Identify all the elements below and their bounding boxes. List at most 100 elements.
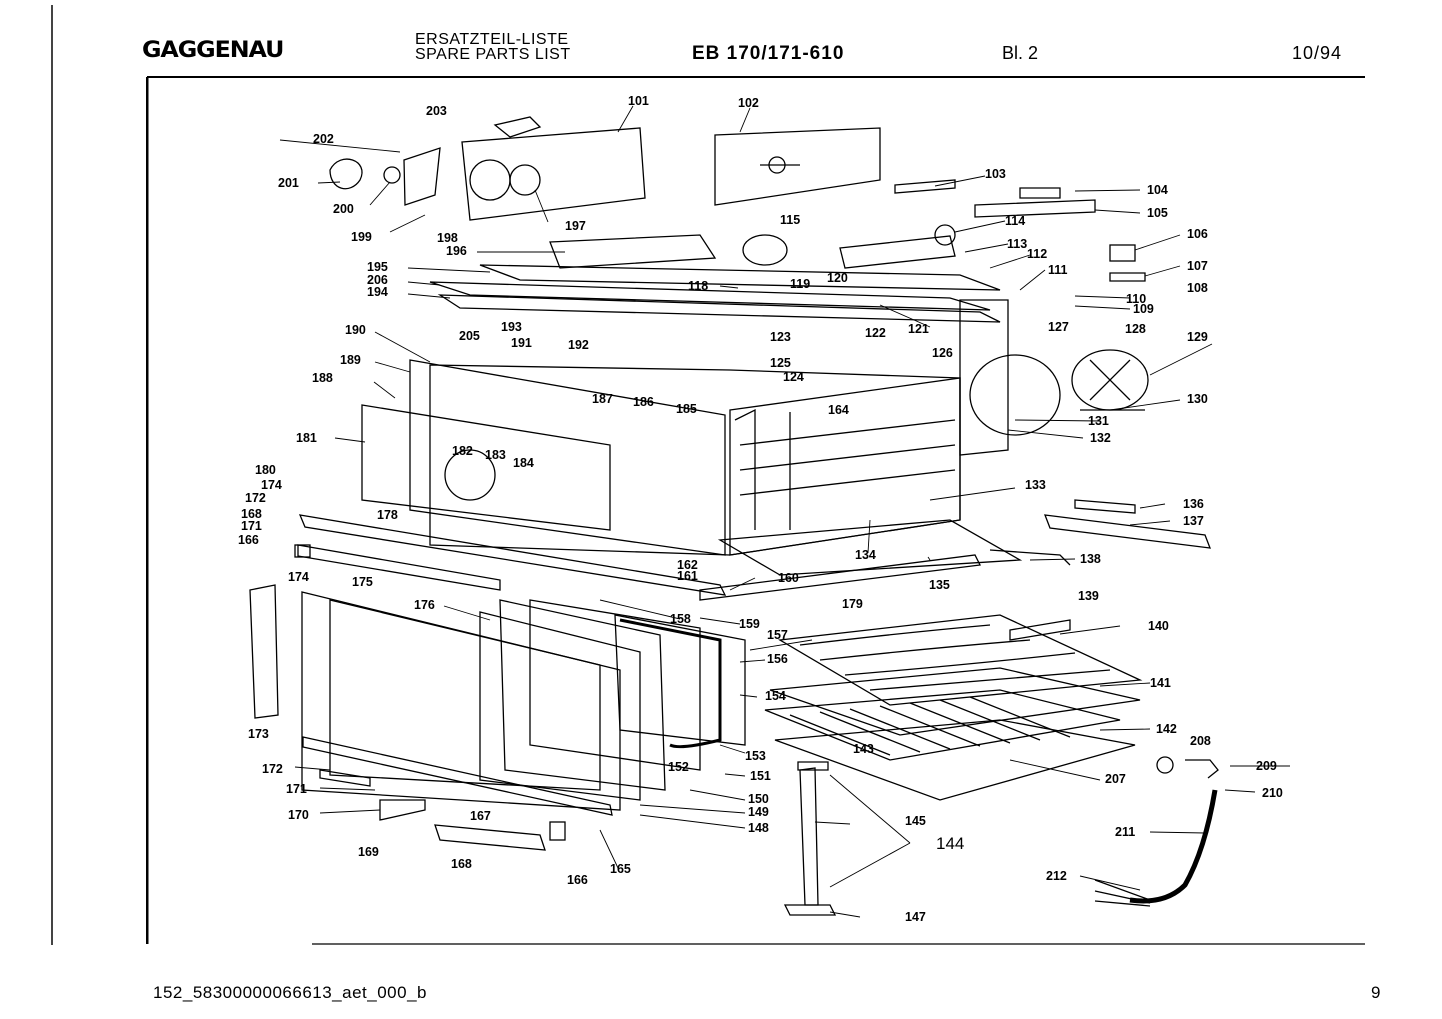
part-label-140: 140 [1148, 619, 1169, 633]
part-label-133: 133 [1025, 478, 1046, 492]
part-label-139: 139 [1078, 589, 1099, 603]
part-label-202: 202 [313, 132, 334, 146]
title-german: ERSATZTEIL-LISTE [415, 31, 569, 48]
part-label-105: 105 [1147, 206, 1168, 220]
revision-date: 10/94 [1292, 43, 1343, 63]
part-label-176: 176 [414, 598, 435, 612]
part-label-210: 210 [1262, 786, 1283, 800]
part-label-145: 145 [905, 814, 926, 828]
part-label-141: 141 [1150, 676, 1171, 690]
scan-edge-line [51, 5, 53, 945]
part-label-110: 110 [1126, 292, 1146, 306]
part-label-212: 212 [1046, 869, 1067, 883]
part-label-147: 147 [905, 910, 926, 924]
page-number: 9 [1371, 983, 1381, 1002]
part-label-111: 111 [1048, 263, 1068, 277]
part-label-102: 102 [738, 96, 759, 110]
part-label-180: 180 [255, 463, 276, 477]
part-label-192: 192 [568, 338, 589, 352]
part-label-106: 106 [1187, 227, 1208, 241]
document-id: 152_58300000066613_aet_000_b [153, 983, 427, 1002]
part-label-158: 158 [670, 612, 691, 626]
part-label-152: 152 [668, 760, 689, 774]
part-label-200: 200 [333, 202, 354, 216]
part-label-112: 112 [1027, 247, 1047, 261]
part-label-195: 195 [367, 260, 388, 274]
part-label-207: 207 [1105, 772, 1126, 786]
part-label-132: 132 [1090, 431, 1111, 445]
part-label-125: 125 [770, 356, 791, 370]
part-label-184: 184 [513, 456, 534, 470]
part-label-174: 174 [261, 478, 282, 492]
part-label-188: 188 [312, 371, 333, 385]
part-label-119: 119 [790, 277, 810, 291]
part-label-190: 190 [345, 323, 366, 337]
part-label-179: 179 [842, 597, 863, 611]
brand-logo: GAGGENAU [142, 38, 284, 63]
model-number: EB 170/171-610 [692, 43, 845, 64]
part-label-171: 171 [241, 519, 262, 533]
part-label-203: 203 [426, 104, 447, 118]
part-label-118: 118 [688, 279, 708, 293]
part-label-182: 182 [452, 444, 473, 458]
part-label-193: 193 [501, 320, 522, 334]
part-label-208: 208 [1190, 734, 1211, 748]
part-label-205: 205 [459, 329, 480, 343]
part-label-107: 107 [1187, 259, 1208, 273]
part-label-185: 185 [676, 402, 697, 416]
part-label-103: 103 [985, 167, 1006, 181]
part-label-134: 134 [855, 548, 876, 562]
part-label-154: 154 [765, 689, 786, 703]
part-label-201: 201 [278, 176, 299, 190]
part-label-198: 198 [437, 231, 458, 245]
part-label-157: 157 [767, 628, 788, 642]
part-label-166: 166 [238, 533, 259, 547]
part-label-168: 168 [451, 857, 472, 871]
part-label-164: 164 [828, 403, 849, 417]
part-label-183: 183 [485, 448, 506, 462]
part-label-138: 138 [1080, 552, 1101, 566]
title-english: SPARE PARTS LIST [415, 46, 571, 63]
part-label-173: 173 [248, 727, 269, 741]
part-label-115: 115 [780, 213, 800, 227]
part-label-194: 194 [367, 285, 388, 299]
part-label-127: 127 [1048, 320, 1069, 334]
part-label-149: 149 [748, 805, 769, 819]
part-label-121: 121 [908, 322, 929, 336]
part-label-143: 143 [853, 742, 874, 756]
part-label-101: 101 [628, 94, 649, 108]
part-label-129: 129 [1187, 330, 1208, 344]
part-label-153: 153 [745, 749, 766, 763]
part-label-113: 113 [1007, 237, 1027, 251]
part-label-167: 167 [470, 809, 491, 823]
part-label-191: 191 [511, 336, 532, 350]
part-label-174: 174 [288, 570, 309, 584]
part-label-130: 130 [1187, 392, 1208, 406]
part-label-137: 137 [1183, 514, 1204, 528]
part-label-159: 159 [739, 617, 760, 631]
part-label-172: 172 [245, 491, 266, 505]
part-label-128: 128 [1125, 322, 1146, 336]
part-label-186: 186 [633, 395, 654, 409]
part-illustrations [249, 116, 1219, 916]
part-label-199: 199 [351, 230, 372, 244]
part-label-211: 211 [1115, 825, 1135, 839]
part-label-209: 209 [1256, 759, 1277, 773]
part-label-160: 160 [778, 571, 799, 585]
part-label-108: 108 [1187, 281, 1208, 295]
diagram-frame [146, 76, 1365, 945]
part-label-170: 170 [288, 808, 309, 822]
part-label-189: 189 [340, 353, 361, 367]
part-label-135: 135 [929, 578, 950, 592]
part-label-165: 165 [610, 862, 631, 876]
part-label-148: 148 [748, 821, 769, 835]
leader-lines [279, 105, 1290, 918]
part-label-150: 150 [748, 792, 769, 806]
part-label-123: 123 [770, 330, 791, 344]
part-label-175: 175 [352, 575, 373, 589]
part-label-172: 172 [262, 762, 283, 776]
part-label-166: 166 [567, 873, 588, 887]
part-label-169: 169 [358, 845, 379, 859]
part-label-196: 196 [446, 244, 467, 258]
part-label-151: 151 [750, 769, 771, 783]
